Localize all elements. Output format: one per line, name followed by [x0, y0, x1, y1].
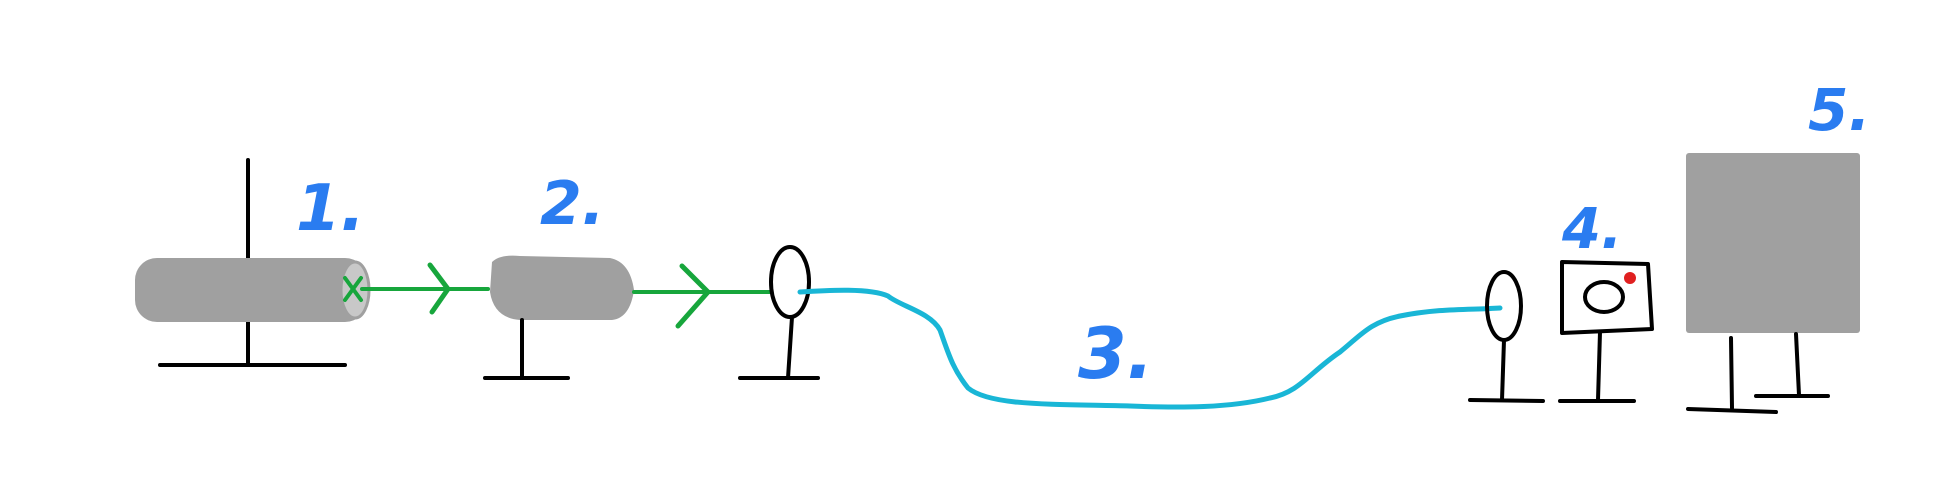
component-5-right-post: [1794, 332, 1801, 397]
fiber-input-lens-assembly: [738, 245, 820, 380]
laser-assembly: [135, 158, 371, 367]
beam-2: [632, 263, 772, 329]
label-component-5: 5.: [1808, 76, 1870, 144]
camera-post: [1596, 330, 1602, 402]
camera-lens-icon: [1583, 280, 1625, 314]
label-camera: 4.: [1561, 197, 1622, 262]
label-component-2: 2.: [540, 169, 605, 239]
fiber-input-post: [786, 315, 794, 380]
component-5-left-post: [1729, 336, 1734, 410]
camera-indicator-light: [1624, 272, 1636, 284]
label-fiber: 3.: [1078, 313, 1153, 395]
beam-arrow-1: [427, 262, 451, 315]
camera-body: [1560, 260, 1654, 335]
component-2-assembly: [483, 255, 634, 380]
component-5-assembly: [1686, 153, 1860, 414]
laser-output-mark: [343, 276, 363, 302]
beam-arrow-2: [675, 263, 711, 329]
component-5-left-base: [1686, 407, 1778, 414]
component-5-box: [1686, 153, 1860, 333]
fiber-output-base: [1468, 398, 1545, 403]
laser-body: [135, 258, 367, 322]
camera-assembly: [1558, 260, 1654, 403]
component-2-body: [490, 255, 634, 320]
optical-fiber: [797, 287, 1503, 410]
fiber-output-lens-assembly: [1468, 270, 1545, 403]
beam-1: [360, 262, 490, 315]
fiber-input-lens: [769, 245, 811, 319]
fiber-output-post: [1500, 338, 1506, 402]
label-laser: 1.: [296, 172, 365, 246]
